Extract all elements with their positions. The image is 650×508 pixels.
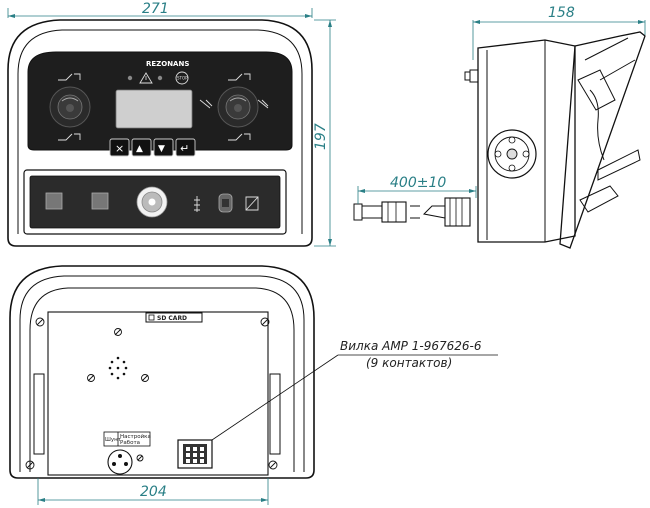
down-button[interactable] xyxy=(153,138,174,157)
joystick-left[interactable] xyxy=(49,86,91,128)
svg-text:↵: ↵ xyxy=(180,142,189,155)
stop-icon xyxy=(175,71,189,85)
stop-label: STOP xyxy=(177,76,188,81)
front-view: REZONANS STOP xyxy=(7,1,336,247)
warning-icon xyxy=(139,72,153,84)
amp-connector[interactable] xyxy=(177,439,213,469)
joystick-right[interactable] xyxy=(217,86,259,128)
sd-card-label: SD CARD xyxy=(157,315,187,322)
joystick-symbol-icons xyxy=(58,73,269,141)
led-left xyxy=(127,75,133,81)
callout-line-2: (9 контактов) xyxy=(366,356,452,370)
round-connector[interactable] xyxy=(107,449,133,475)
sd-card-slot[interactable] xyxy=(145,312,203,323)
side-depth-label: 158 xyxy=(548,5,575,21)
front-height-label: 197 xyxy=(313,123,329,150)
svg-text:▲: ▲ xyxy=(136,144,143,154)
keypad: × ▲ ▼ ↵ xyxy=(109,138,196,157)
setup-label: Настройка xyxy=(120,433,151,440)
enter-button[interactable] xyxy=(175,138,196,157)
cable-length-label: 400±10 xyxy=(390,175,446,191)
exit-icon xyxy=(245,196,259,211)
callout-leader xyxy=(211,354,339,441)
rear-cover xyxy=(47,311,269,476)
led-right xyxy=(157,75,163,81)
rear-width-label: 204 xyxy=(140,484,167,500)
shunt-label: Шунт xyxy=(105,437,122,443)
front-width-label: 271 xyxy=(142,1,169,17)
display-screen xyxy=(115,89,193,129)
cable-gland xyxy=(444,197,471,227)
lower-button-left[interactable] xyxy=(45,192,63,210)
speaker-grille xyxy=(108,356,128,380)
callout-line-1: Вилка AMP 1-967626-6 xyxy=(340,339,482,353)
rear-view: SD CARD Шунт Настройка Работа Вилка AMP … xyxy=(9,265,498,505)
side-view: 158 xyxy=(353,5,646,249)
connector-plug xyxy=(381,201,407,223)
cancel-button[interactable] xyxy=(109,138,130,157)
svg-text:▼: ▼ xyxy=(158,144,165,154)
screws xyxy=(25,317,278,470)
work-label: Работа xyxy=(120,440,140,446)
svg-text:×: × xyxy=(115,142,124,155)
lower-button-middle[interactable] xyxy=(91,192,109,210)
brand-label: REZONANS xyxy=(146,60,189,68)
key-switch-icon xyxy=(194,196,200,212)
switch-label-box xyxy=(103,431,151,447)
up-button[interactable] xyxy=(131,138,152,157)
